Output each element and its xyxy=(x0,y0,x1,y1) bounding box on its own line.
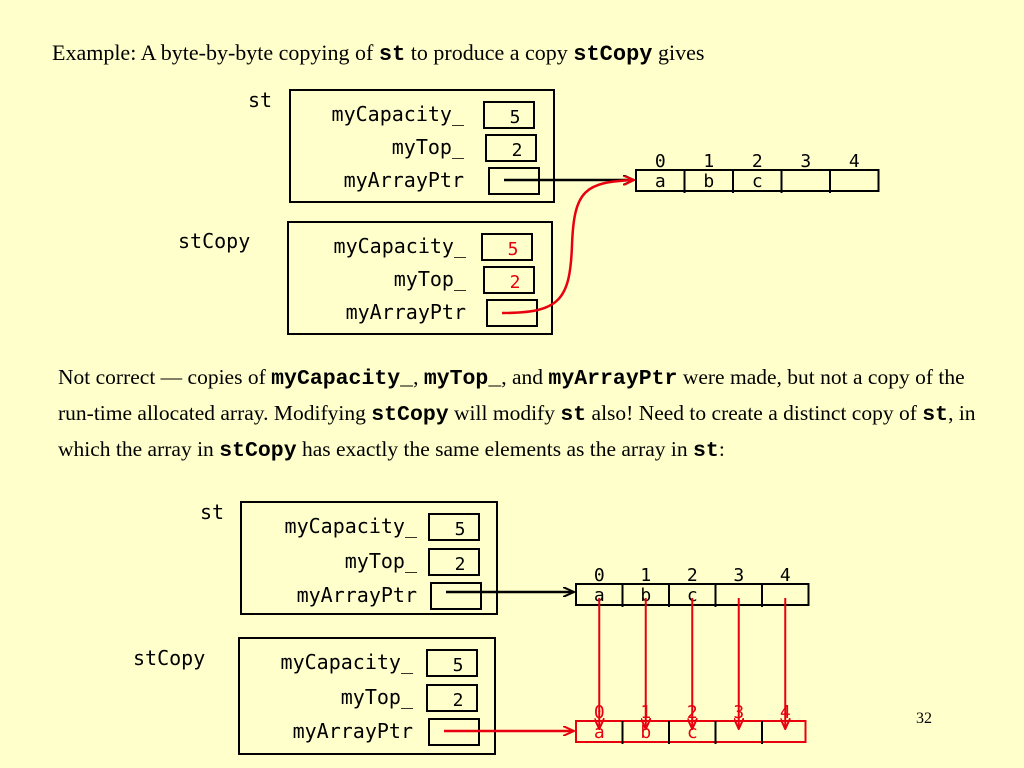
bottom-st-array-index-4: 4 xyxy=(780,565,791,586)
top-st-top-value: 2 xyxy=(512,140,523,161)
slide-number: 32 xyxy=(916,710,932,727)
top-st-capacity-value: 5 xyxy=(510,107,521,128)
top-array-elem-2: c xyxy=(752,171,763,192)
top-stcopy-top-label: myTop_ xyxy=(394,267,467,291)
bottom-stcopy-arrayptr-label: myArrayPtr xyxy=(293,719,413,743)
bottom-st-array-index-0: 0 xyxy=(594,565,605,586)
top-st-name-label: st xyxy=(248,88,272,112)
top-stcopy-box xyxy=(287,221,553,335)
bottom-st-array-index-3: 3 xyxy=(733,565,744,586)
top-stcopy-arrayptr-label: myArrayPtr xyxy=(346,300,466,324)
bottom-st-capacity-value: 5 xyxy=(455,519,466,540)
top-array-index-3: 3 xyxy=(800,151,811,172)
bottom-st-capacity-cell xyxy=(428,513,480,541)
bottom-st-arrayptr-label: myArrayPtr xyxy=(297,583,417,607)
bottom-stcopy-capacity-cell xyxy=(426,649,478,677)
slide-heading: Example: A byte-by-byte copying of st to… xyxy=(52,40,705,67)
top-stcopy-arrayptr-cell xyxy=(486,299,538,327)
bottom-st-box xyxy=(240,501,498,615)
bottom-st-capacity-label: myCapacity_ xyxy=(285,514,418,538)
bottom-st-array-elem-2: c xyxy=(687,585,698,606)
bottom-st-top-value: 2 xyxy=(455,554,466,575)
bottom-stcopy-array-elem-2: c xyxy=(687,722,698,743)
top-stcopy-pointer-arrow xyxy=(501,180,634,315)
top-stcopy-capacity-cell xyxy=(481,233,533,261)
bottom-st-array-index-1: 1 xyxy=(640,565,651,586)
top-array-index-4: 4 xyxy=(849,151,860,172)
top-array-elem-0: a xyxy=(655,171,666,192)
top-stcopy-top-value: 2 xyxy=(510,272,521,293)
bottom-stcopy-name-label: stCopy xyxy=(133,646,205,670)
bottom-stcopy-array-elem-1: b xyxy=(640,722,651,743)
bottom-stcopy-top-label: myTop_ xyxy=(341,685,414,709)
top-array-index-2: 2 xyxy=(752,151,763,172)
top-array-index-0: 0 xyxy=(655,151,666,172)
top-st-capacity-label: myCapacity_ xyxy=(332,102,465,126)
bottom-st-top-label: myTop_ xyxy=(345,549,418,573)
bottom-st-name-label: st xyxy=(200,500,224,524)
bottom-st-top-cell xyxy=(428,548,480,576)
bottom-stcopy-box xyxy=(238,637,496,755)
top-st-box xyxy=(289,89,555,203)
bottom-stcopy-top-cell xyxy=(426,684,478,712)
explanation-paragraph: Not correct — copies of myCapacity_, myT… xyxy=(58,365,976,463)
bottom-stcopy-array-elem-0: a xyxy=(594,722,605,743)
bottom-st-array-index-2: 2 xyxy=(687,565,698,586)
top-array-elem-1: b xyxy=(703,171,714,192)
top-stcopy-capacity-label: myCapacity_ xyxy=(334,234,467,258)
code-stCopy: stCopy xyxy=(573,42,653,67)
code-st: st xyxy=(378,42,406,67)
bottom-stcopy-capacity-value: 5 xyxy=(453,655,464,676)
top-st-arrayptr-label: myArrayPtr xyxy=(344,168,464,192)
top-array-index-1: 1 xyxy=(703,151,714,172)
top-st-top-label: myTop_ xyxy=(392,135,465,159)
bottom-st-array-elem-0: a xyxy=(594,585,605,606)
top-stcopy-top-cell xyxy=(483,266,535,294)
top-st-capacity-cell xyxy=(483,101,535,129)
bottom-stcopy-top-value: 2 xyxy=(453,690,464,711)
bottom-st-array-elem-1: b xyxy=(640,585,651,606)
top-stcopy-name-label: stCopy xyxy=(178,229,250,253)
bottom-st-arrayptr-cell xyxy=(430,582,482,610)
top-st-top-cell xyxy=(485,134,537,162)
top-array-outline xyxy=(635,169,880,192)
top-stcopy-capacity-value: 5 xyxy=(508,239,519,260)
bottom-stcopy-capacity-label: myCapacity_ xyxy=(281,650,414,674)
